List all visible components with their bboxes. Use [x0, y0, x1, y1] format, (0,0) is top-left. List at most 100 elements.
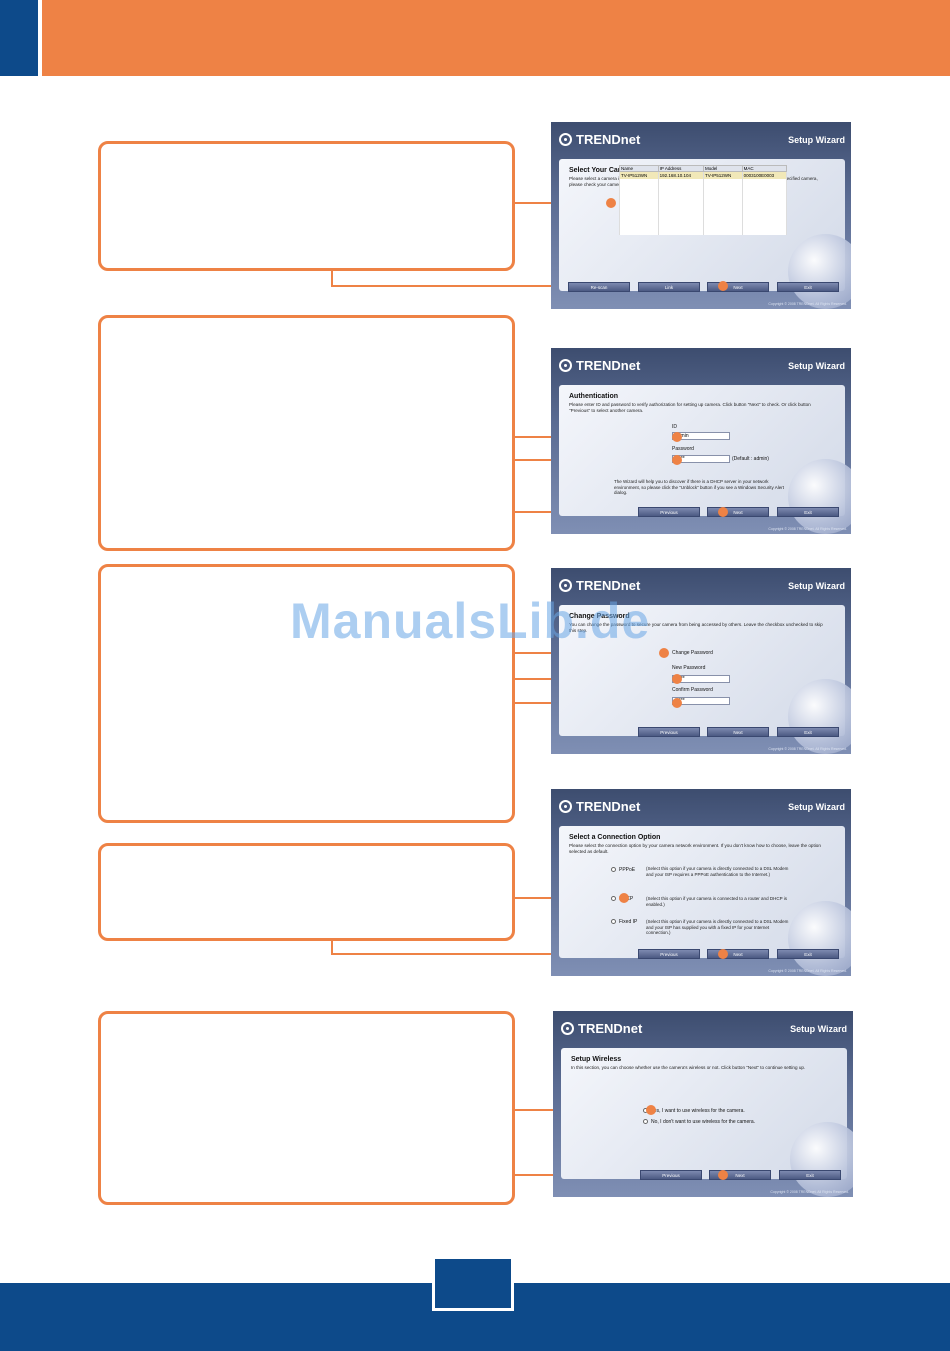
screenshot-select-camera: TRENDnet Setup Wizard Select Your Camera…	[551, 122, 851, 309]
trendnet-logo: TRENDnet	[559, 132, 640, 147]
step-title: Setup Wireless	[571, 1056, 622, 1063]
trendnet-logo: TRENDnet	[559, 799, 640, 814]
new-password-label: New Password	[672, 665, 706, 671]
rescan-button[interactable]: Re-scan	[568, 282, 630, 292]
callout-dot	[672, 455, 682, 465]
connector-line	[331, 953, 724, 955]
pppoe-description: (Select this option if your camera is di…	[646, 866, 789, 877]
step-description: You can change the password to secure yo…	[569, 622, 823, 633]
exit-button[interactable]: Exit	[777, 727, 839, 737]
page-number-box	[432, 1256, 514, 1311]
callout-dot	[718, 281, 728, 291]
fixed-ip-label: Fixed IP	[619, 919, 638, 925]
callout-box-3	[98, 564, 515, 823]
copyright: Copyright © 2008 TRENDnet. All Rights Re…	[768, 747, 847, 751]
previous-button[interactable]: Previous	[638, 507, 700, 517]
next-button[interactable]: Next	[707, 949, 769, 959]
callout-box-1	[98, 141, 515, 271]
screenshot-authentication: TRENDnet Setup Wizard Authentication Ple…	[551, 348, 851, 534]
wizard-title: Setup Wizard	[788, 361, 845, 371]
wireless-no-radio[interactable]	[643, 1119, 648, 1124]
connector-line	[331, 285, 724, 287]
trendnet-logo-icon	[559, 133, 572, 146]
callout-box-2	[98, 315, 515, 551]
callout-dot	[619, 893, 629, 903]
wizard-title: Setup Wizard	[788, 135, 845, 145]
globe-graphic	[788, 901, 851, 976]
wizard-panel: Select a Connection Option Please select…	[559, 826, 851, 976]
fixed-ip-description: (Select this option if your camera is di…	[646, 919, 789, 936]
trendnet-logo-icon	[559, 359, 572, 372]
connector-line	[331, 269, 333, 286]
link-button[interactable]: Link	[638, 282, 700, 292]
exit-button[interactable]: Exit	[777, 282, 839, 292]
trendnet-logo-icon	[559, 800, 572, 813]
header-bar	[0, 0, 950, 76]
pppoe-radio[interactable]	[611, 867, 616, 872]
globe-graphic	[788, 679, 851, 754]
next-button[interactable]: Next	[707, 507, 769, 517]
step-title: Change Password	[569, 613, 630, 620]
callout-dot	[659, 648, 669, 658]
step-title: Select a Connection Option	[569, 834, 661, 841]
default-hint: (Default : admin)	[732, 456, 769, 462]
wizard-panel: Change Password You can change the passw…	[559, 605, 851, 754]
copyright: Copyright © 2008 TRENDnet. All Rights Re…	[768, 969, 847, 973]
header-accent	[0, 0, 38, 76]
next-button[interactable]: Next	[707, 727, 769, 737]
wizard-title: Setup Wizard	[788, 581, 845, 591]
copyright: Copyright © 2008 TRENDnet. All Rights Re…	[770, 1190, 849, 1194]
step-description: Please select the connection option by y…	[569, 843, 821, 854]
callout-dot	[672, 432, 682, 442]
wireless-yes-label: Yes, I want to use wireless for the came…	[651, 1108, 745, 1114]
screenshot-change-password: TRENDnet Setup Wizard Change Password Yo…	[551, 568, 851, 754]
col-mac: MAC	[741, 165, 788, 172]
callout-dot	[718, 1170, 728, 1180]
trendnet-logo-icon	[559, 579, 572, 592]
connector-line	[331, 939, 333, 954]
next-button[interactable]: Next	[709, 1170, 771, 1180]
watermark: ManualsLib.de	[290, 593, 651, 649]
previous-button[interactable]: Previous	[638, 949, 700, 959]
dhcp-radio[interactable]	[611, 896, 616, 901]
callout-dot	[672, 698, 682, 708]
col-ip: IP Address	[657, 165, 704, 172]
exit-button[interactable]: Exit	[777, 507, 839, 517]
copyright: Copyright © 2008 TRENDnet. All Rights Re…	[768, 527, 847, 531]
callout-box-5	[98, 1011, 515, 1205]
next-button[interactable]: Next	[707, 282, 769, 292]
copyright: Copyright © 2008 TRENDnet. All Rights Re…	[768, 302, 847, 306]
wizard-panel: Authentication Please enter ID and passw…	[559, 385, 851, 534]
screenshot-setup-wireless: TRENDnet Setup Wizard Setup Wireless In …	[553, 1011, 853, 1197]
dhcp-note: The Wizard will help you to discover if …	[614, 479, 785, 496]
wizard-panel: Setup Wireless In this section, you can …	[561, 1048, 853, 1197]
previous-button[interactable]: Previous	[640, 1170, 702, 1180]
callout-dot	[672, 674, 682, 684]
confirm-password-label: Confirm Password	[672, 687, 713, 693]
step-title: Authentication	[569, 393, 618, 400]
step-description: In this section, you can choose whether …	[571, 1065, 806, 1070]
wizard-title: Setup Wizard	[788, 802, 845, 812]
previous-button[interactable]: Previous	[638, 727, 700, 737]
callout-dot	[718, 949, 728, 959]
trendnet-logo: TRENDnet	[559, 578, 640, 593]
globe-graphic	[790, 1122, 853, 1197]
id-label: ID	[672, 424, 677, 430]
fixed-ip-radio[interactable]	[611, 919, 616, 924]
wizard-title: Setup Wizard	[790, 1024, 847, 1034]
step-title: Select Your Camera	[569, 167, 635, 174]
callout-dot	[606, 198, 616, 208]
screenshot-connection-option: TRENDnet Setup Wizard Select a Connectio…	[551, 789, 851, 976]
trendnet-logo-icon	[561, 1022, 574, 1035]
globe-graphic	[788, 234, 851, 309]
wireless-no-label: No, I don't want to use wireless for the…	[651, 1119, 756, 1125]
exit-button[interactable]: Exit	[779, 1170, 841, 1180]
callout-box-4	[98, 843, 515, 941]
callout-dot	[718, 507, 728, 517]
change-password-checkbox-label[interactable]: Change Password	[672, 650, 713, 656]
exit-button[interactable]: Exit	[777, 949, 839, 959]
callout-dot	[646, 1105, 656, 1115]
password-label: Password	[672, 446, 694, 452]
